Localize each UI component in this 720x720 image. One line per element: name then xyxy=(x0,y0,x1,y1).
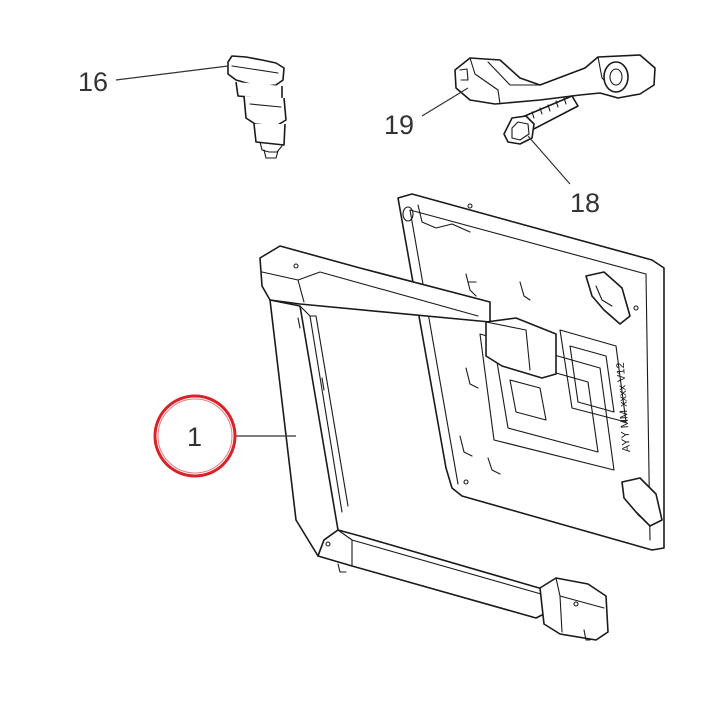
part-16-sensor[interactable] xyxy=(227,55,287,159)
callout-18[interactable]: 18 xyxy=(570,188,600,218)
callout-16[interactable]: 16 xyxy=(78,67,108,97)
highlight-ring-inner xyxy=(157,398,233,474)
leader-16 xyxy=(115,65,229,81)
callout-1[interactable]: 1 xyxy=(187,422,202,452)
part-1-frame[interactable] xyxy=(259,245,609,641)
highlight-ring xyxy=(153,394,237,478)
leader-18 xyxy=(527,135,571,185)
part-19-bracket[interactable] xyxy=(454,54,656,105)
leader-19 xyxy=(421,87,469,117)
callout-19[interactable]: 19 xyxy=(384,110,414,140)
part-18-bolt[interactable] xyxy=(503,95,579,145)
